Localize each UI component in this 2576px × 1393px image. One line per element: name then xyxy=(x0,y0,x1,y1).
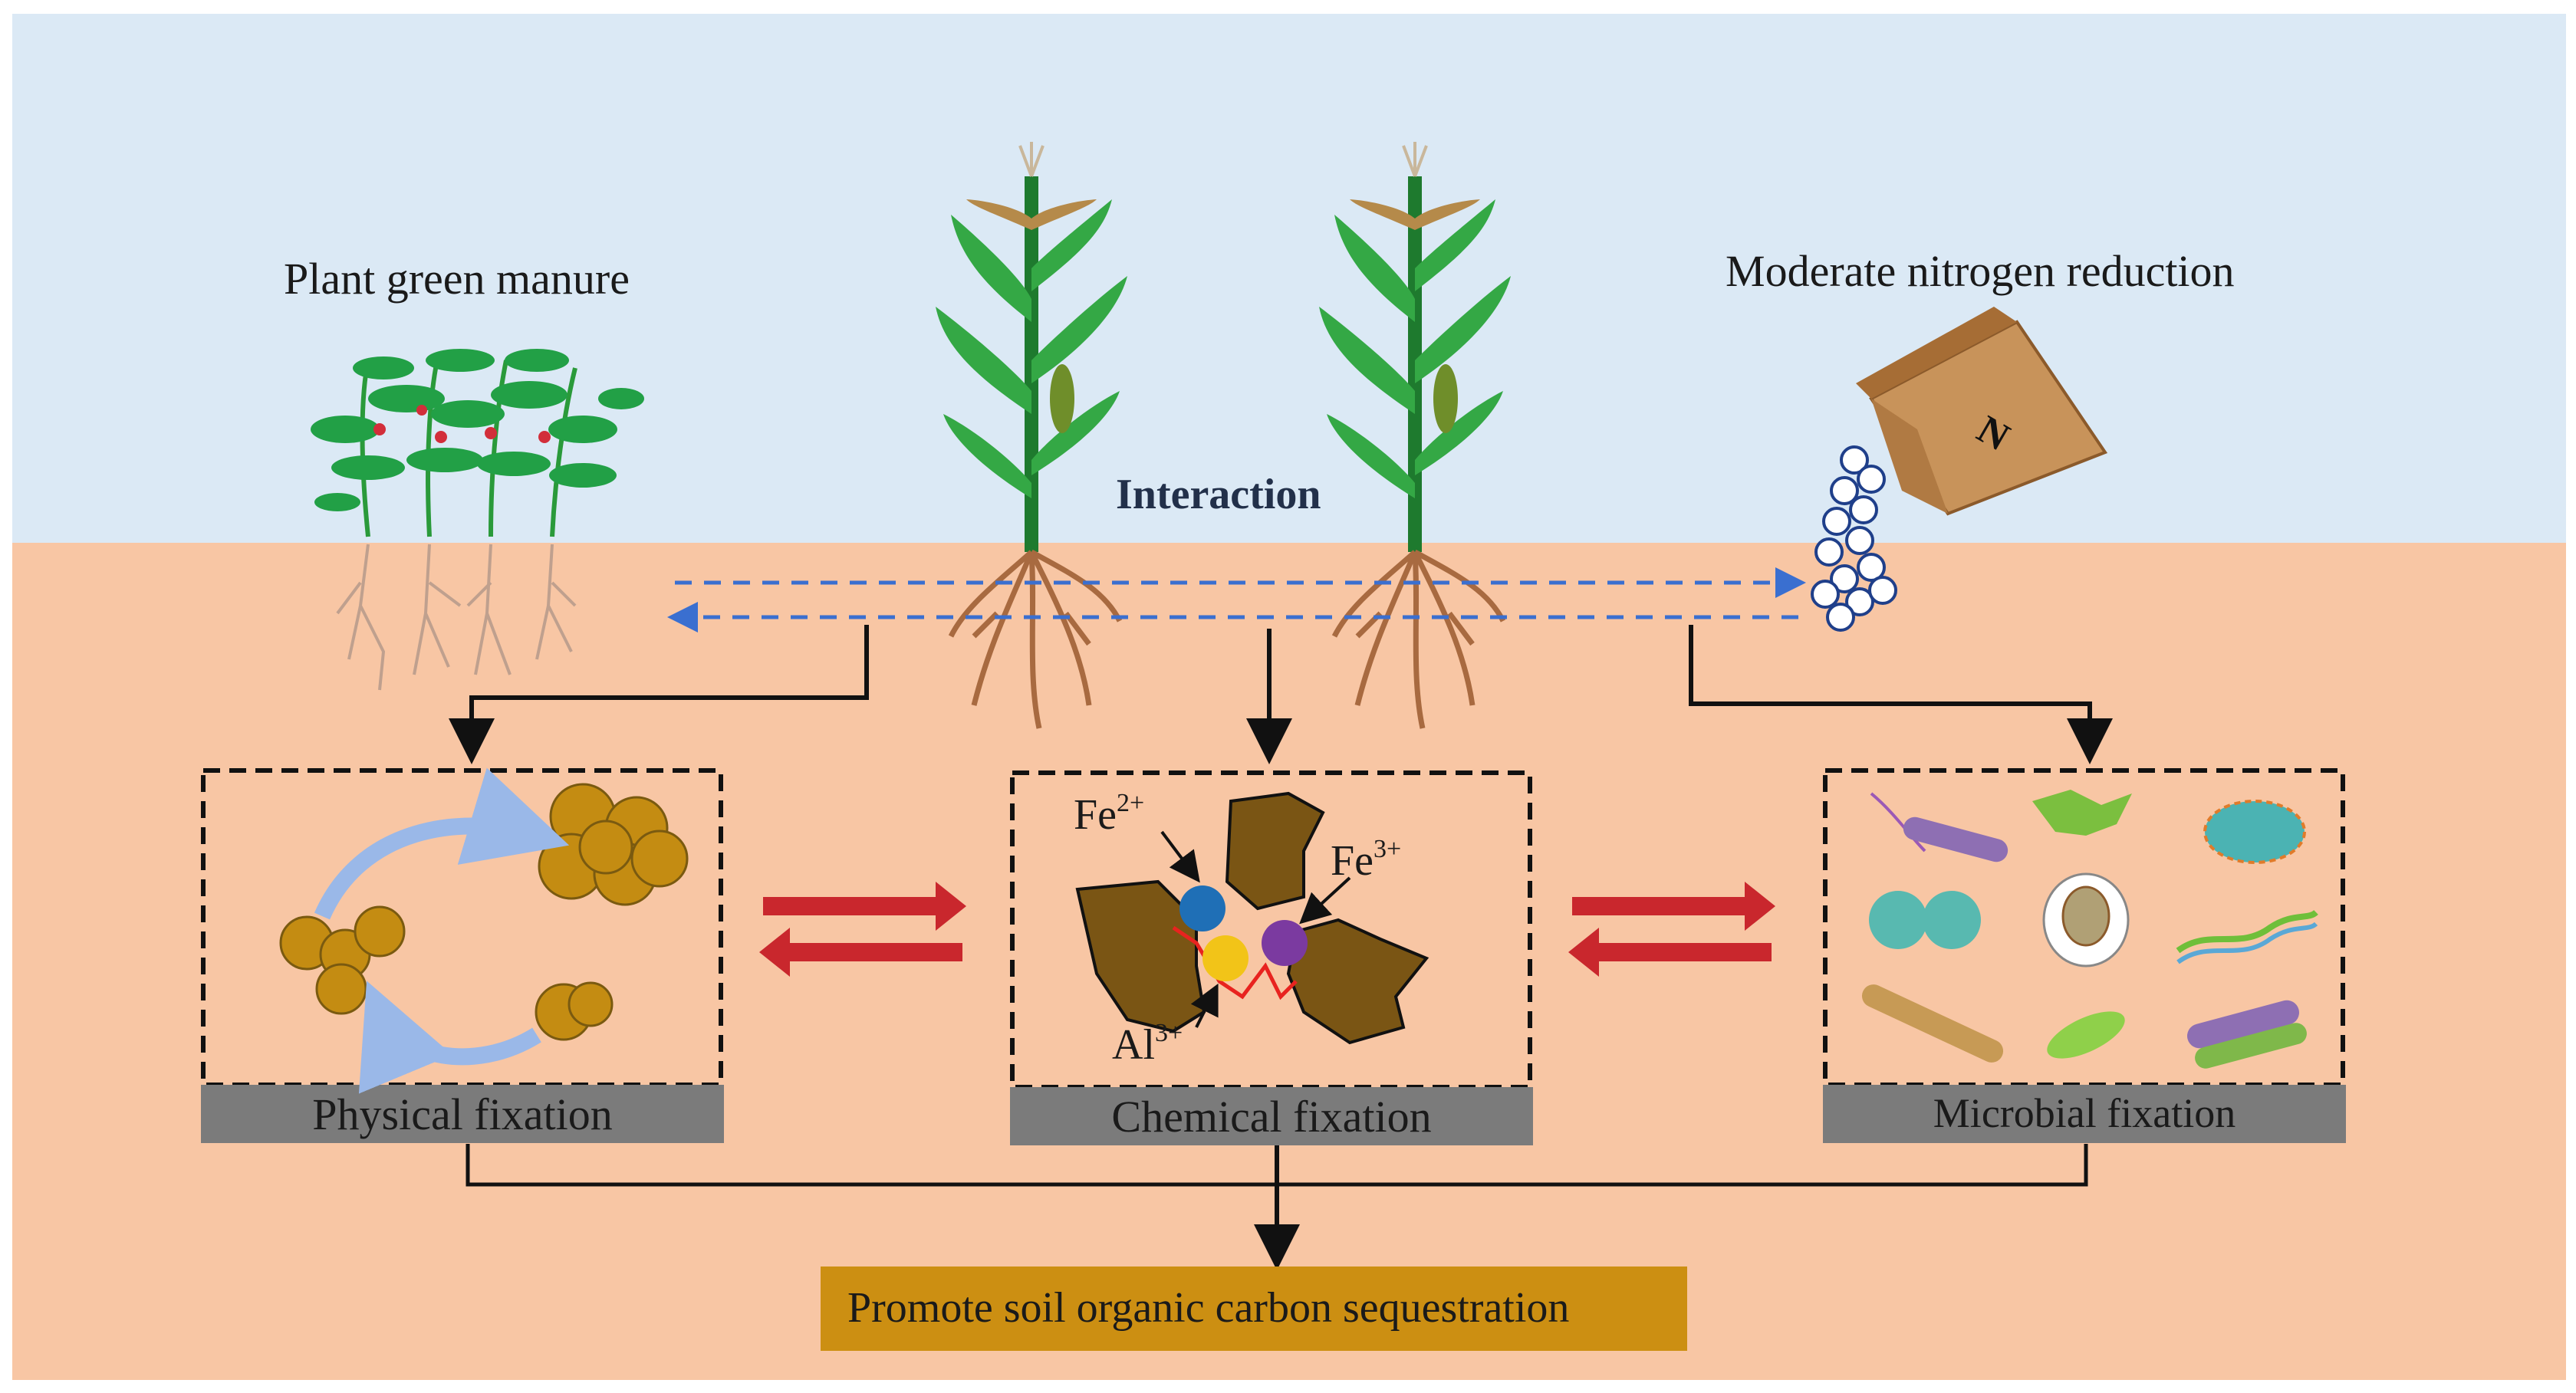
chemical-label-bar xyxy=(1010,1087,1533,1145)
exchange-arrows-left xyxy=(759,882,966,977)
green-manure-label: Plant green manure xyxy=(284,254,630,304)
al3-dot xyxy=(1202,935,1249,981)
connector-to-physical xyxy=(449,625,869,764)
fertilizer-granules xyxy=(1811,445,1897,632)
microbial-fixation-label: Microbial fixation xyxy=(1933,1090,2236,1136)
fe2-dot xyxy=(1179,885,1225,931)
corn-plant-left xyxy=(936,142,1127,729)
organic-bond-line xyxy=(1172,925,1298,1000)
disaggregation-arrow xyxy=(359,981,541,1094)
fe2-pointer xyxy=(1160,830,1200,883)
nitrogen-fertilizer-bag xyxy=(1856,307,2108,516)
al3-label: Al3+ xyxy=(1112,1019,1183,1069)
connector-to-microbial xyxy=(1689,625,2113,764)
result-bar xyxy=(821,1267,1687,1351)
green-manure-plants xyxy=(311,349,644,691)
nitrogen-reduction-label: Moderate nitrogen reduction xyxy=(1726,246,2235,296)
physical-fixation-label: Physical fixation xyxy=(312,1089,613,1139)
mineral-particles xyxy=(1075,791,1429,1045)
al3-pointer xyxy=(1190,983,1219,1028)
chemical-fixation-label: Chemical fixation xyxy=(1111,1092,1432,1142)
exchange-arrows-right xyxy=(1568,882,1775,977)
interaction-label: Interaction xyxy=(1116,471,1321,518)
physical-label-bar xyxy=(201,1085,724,1143)
aggregation-arrow xyxy=(314,767,570,920)
fe3-label: Fe3+ xyxy=(1331,835,1402,885)
fe2-label: Fe2+ xyxy=(1074,789,1145,839)
corn-plant-right xyxy=(1319,142,1511,729)
microbes xyxy=(1861,790,2318,1069)
fe3-pointer xyxy=(1299,876,1351,925)
microbial-label-bar xyxy=(1823,1085,2346,1143)
fe3-dot xyxy=(1262,920,1308,966)
result-label: Promote soil organic carbon sequestratio… xyxy=(847,1284,1570,1332)
